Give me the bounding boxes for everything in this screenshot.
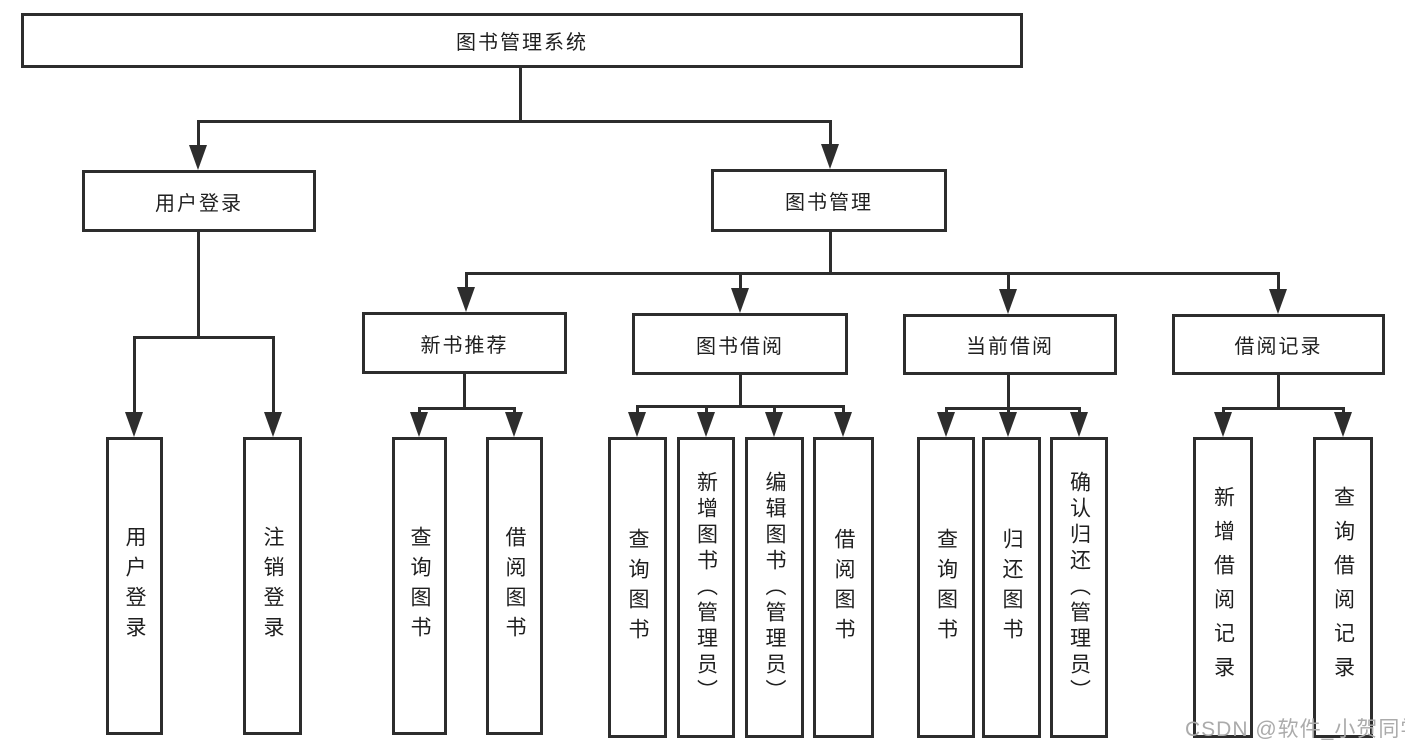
- connector-line: [945, 407, 948, 415]
- leaf-query-book-borrow: 查询图书: [608, 437, 667, 738]
- leaf-user-login-label: 用户登录: [123, 526, 147, 646]
- connector-line: [513, 407, 516, 415]
- node-book-management: 图书管理: [711, 169, 947, 232]
- arrow-down-icon: [1214, 412, 1232, 437]
- node-book-management-label: 图书管理: [785, 192, 873, 214]
- node-current-borrow: 当前借阅: [903, 314, 1117, 375]
- arrow-down-icon: [697, 412, 715, 437]
- connector-line: [465, 272, 468, 290]
- arrow-down-icon: [731, 288, 749, 313]
- csdn-watermark: CSDN @软件_小贺同学: [1185, 718, 1405, 741]
- leaf-add-book-admin: 新增图书（管理员）: [677, 437, 735, 738]
- leaf-query-book-current-label: 查询图书: [934, 527, 958, 648]
- leaf-query-book-borrow-label: 查询图书: [626, 527, 650, 648]
- connector-line: [1007, 407, 1010, 415]
- leaf-edit-book-admin-label: 编辑图书（管理员）: [763, 470, 787, 705]
- leaf-user-login: 用户登录: [106, 437, 163, 735]
- leaf-confirm-return-admin-label: 确认归还（管理员）: [1067, 470, 1091, 705]
- connector-line: [773, 405, 776, 415]
- arrow-down-icon: [1070, 412, 1088, 437]
- arrow-down-icon: [1269, 289, 1287, 314]
- leaf-borrow-book-label: 借阅图书: [832, 527, 856, 648]
- arrow-down-icon: [999, 289, 1017, 314]
- arrow-down-icon: [264, 412, 282, 437]
- leaf-logout: 注销登录: [243, 437, 302, 735]
- connector-line: [197, 232, 200, 336]
- connector-line: [418, 407, 515, 410]
- connector-line: [829, 120, 832, 148]
- leaf-return-book: 归还图书: [982, 437, 1041, 738]
- connector-line: [463, 374, 466, 407]
- connector-line: [636, 405, 844, 408]
- arrow-down-icon: [999, 412, 1017, 437]
- leaf-add-book-admin-label: 新增图书（管理员）: [694, 470, 718, 705]
- connector-line: [197, 120, 200, 148]
- connector-line: [1078, 407, 1081, 415]
- arrow-down-icon: [834, 412, 852, 437]
- leaf-query-borrow-record-label: 查询借阅记录: [1331, 485, 1355, 690]
- connector-line: [705, 405, 708, 415]
- leaf-add-borrow-record-label: 新增借阅记录: [1211, 485, 1235, 690]
- arrow-down-icon: [189, 145, 207, 170]
- arrow-down-icon: [125, 412, 143, 437]
- arrow-down-icon: [937, 412, 955, 437]
- leaf-return-book-label: 归还图书: [1000, 527, 1024, 648]
- leaf-query-borrow-record: 查询借阅记录: [1313, 437, 1373, 738]
- arrow-down-icon: [628, 412, 646, 437]
- node-current-borrow-label: 当前借阅: [966, 336, 1054, 358]
- connector-line: [133, 336, 274, 339]
- node-new-book-recommend: 新书推荐: [362, 312, 567, 374]
- connector-line: [739, 375, 742, 405]
- connector-line: [636, 405, 639, 415]
- node-book-borrow: 图书借阅: [632, 313, 848, 375]
- arrow-down-icon: [765, 412, 783, 437]
- connector-line: [842, 405, 845, 415]
- connector-line: [1007, 375, 1010, 407]
- leaf-logout-label: 注销登录: [261, 526, 285, 646]
- node-user-login: 用户登录: [82, 170, 316, 232]
- connector-line: [1342, 407, 1345, 415]
- leaf-query-book-recommend-label: 查询图书: [408, 526, 432, 646]
- node-new-book-recommend-label: 新书推荐: [420, 334, 509, 357]
- connector-line: [739, 272, 742, 291]
- leaf-borrow-book-recommend: 借阅图书: [486, 437, 543, 735]
- arrow-down-icon: [410, 412, 428, 437]
- connector-line: [1277, 375, 1280, 407]
- connector-line: [133, 336, 136, 414]
- leaf-add-borrow-record: 新增借阅记录: [1193, 437, 1253, 738]
- connector-line: [272, 336, 275, 414]
- connector-line: [1222, 407, 1345, 410]
- node-borrow-records-label: 借阅记录: [1234, 336, 1323, 358]
- node-library-system: 图书管理系统: [21, 13, 1023, 68]
- node-borrow-records: 借阅记录: [1172, 314, 1385, 375]
- leaf-borrow-book-recommend-label: 借阅图书: [503, 526, 527, 646]
- connector-line: [418, 407, 421, 415]
- arrow-down-icon: [1334, 412, 1352, 437]
- connector-line: [1222, 407, 1225, 415]
- connector-line: [465, 272, 1280, 275]
- arrow-down-icon: [457, 287, 475, 312]
- connector-line: [519, 68, 522, 120]
- connector-line: [829, 232, 832, 272]
- leaf-query-book-recommend: 查询图书: [392, 437, 447, 735]
- arrow-down-icon: [505, 412, 523, 437]
- connector-line: [945, 407, 1080, 410]
- leaf-query-book-current: 查询图书: [917, 437, 975, 738]
- leaf-edit-book-admin: 编辑图书（管理员）: [745, 437, 804, 738]
- connector-line: [197, 120, 832, 123]
- connector-line: [1007, 272, 1010, 292]
- leaf-confirm-return-admin: 确认归还（管理员）: [1050, 437, 1108, 738]
- node-user-login-label: 用户登录: [155, 192, 243, 215]
- leaf-borrow-book: 借阅图书: [813, 437, 874, 738]
- node-book-borrow-label: 图书借阅: [696, 335, 784, 358]
- arrow-down-icon: [821, 144, 839, 169]
- connector-line: [1277, 272, 1280, 292]
- node-library-system-label: 图书管理系统: [456, 32, 588, 54]
